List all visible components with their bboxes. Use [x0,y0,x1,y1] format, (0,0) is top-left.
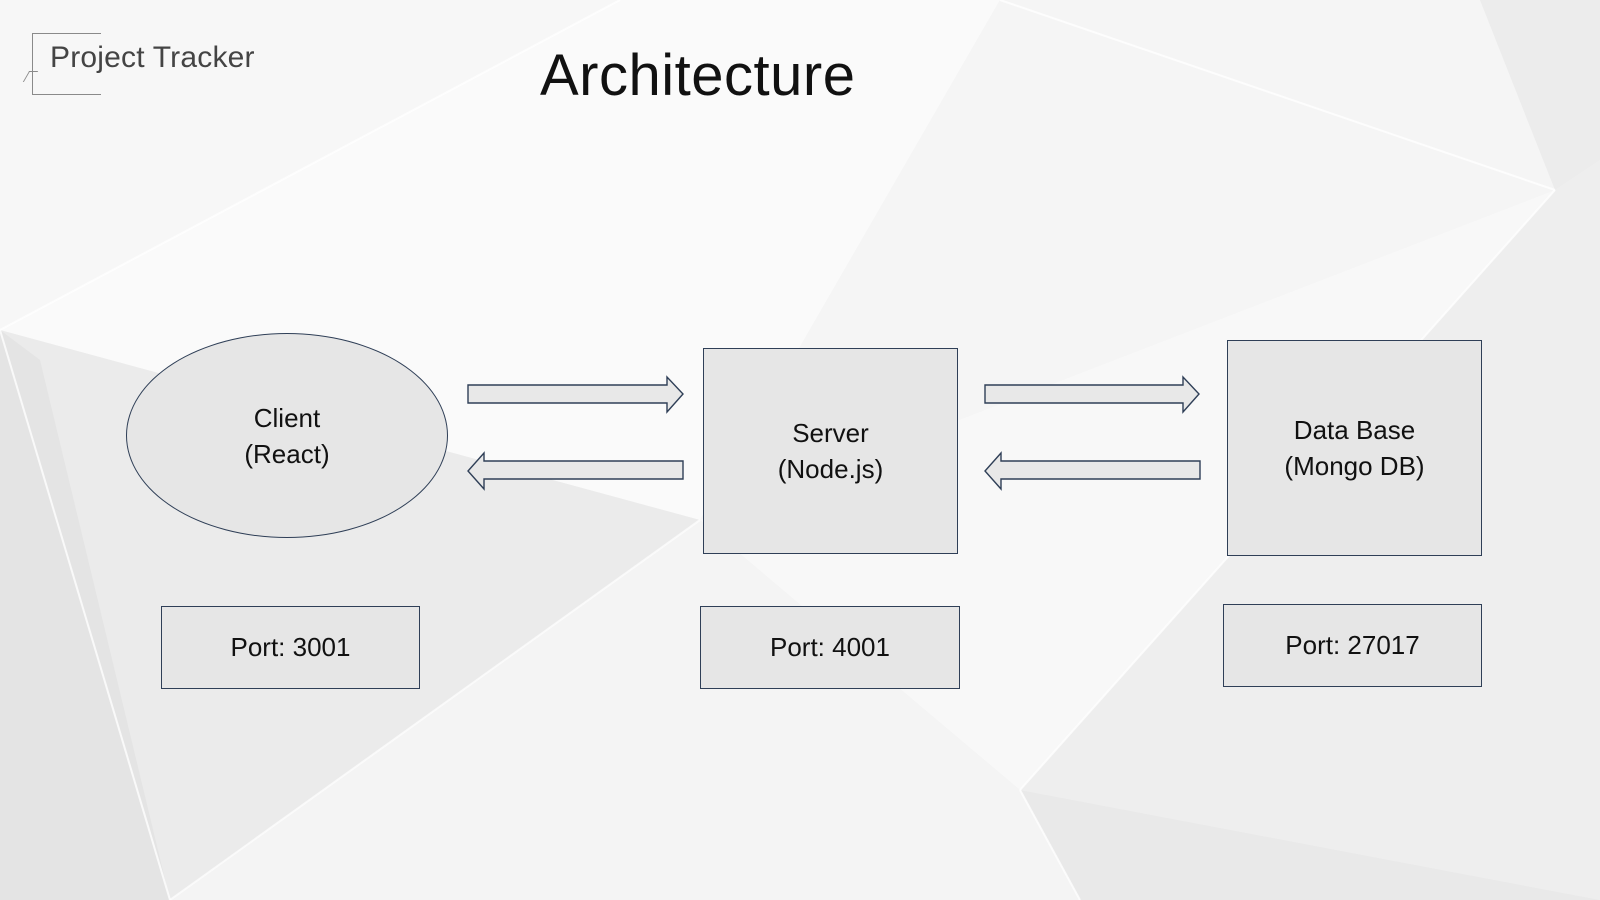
arrow-server-to-database [984,375,1200,414]
database-node: Data Base (Mongo DB) [1227,340,1482,556]
arrow-client-to-server [467,375,684,414]
server-node: Server (Node.js) [703,348,958,554]
slide-title: Architecture [540,43,856,108]
database-name: Data Base [1293,415,1416,445]
client-name: Client [253,402,321,433]
database-tech: (Mongo DB) [1284,451,1425,481]
arrow-database-to-server [984,451,1201,491]
brand-logo: Project Tracker [22,33,258,95]
database-port-box: Port: 27017 [1223,604,1482,687]
client-node: Client (React) [126,333,448,538]
client-port-box: Port: 3001 [161,606,420,689]
server-port-box: Port: 4001 [700,606,960,689]
arrow-server-to-client [467,451,684,491]
client-tech: (React) [244,438,330,469]
server-name: Server [792,418,869,448]
brand-name: Project Tracker [50,41,255,74]
server-tech: (Node.js) [777,454,884,484]
brand-frame [32,33,101,95]
